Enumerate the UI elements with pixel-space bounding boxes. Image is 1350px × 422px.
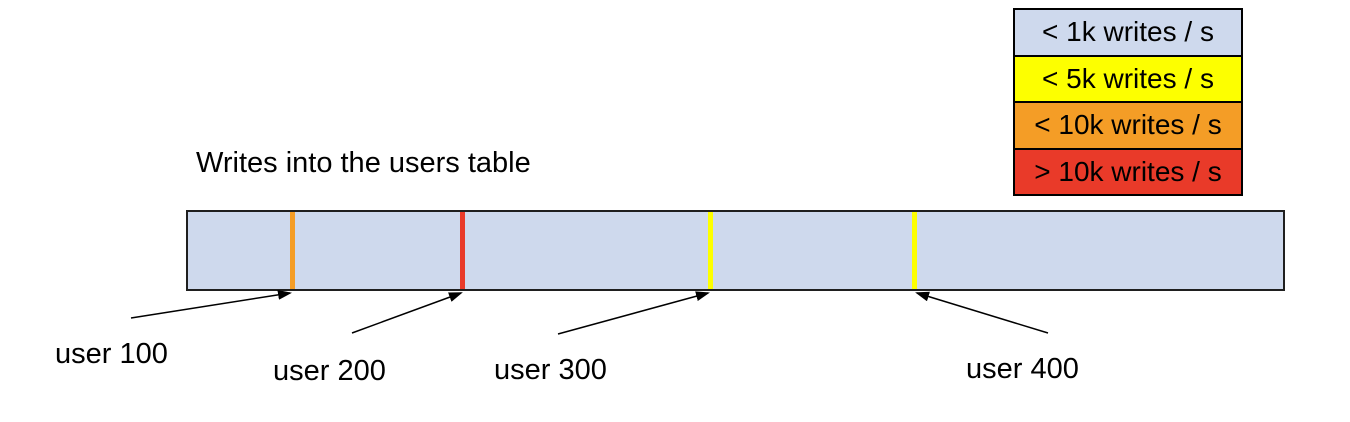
legend: < 1k writes / s< 5k writes / s< 10k writ… [1013, 8, 1243, 196]
legend-item-lt-5k: < 5k writes / s [1015, 54, 1241, 101]
label-user-100: user 100 [55, 338, 168, 370]
label-user-300: user 300 [494, 354, 607, 386]
stripe-user-300 [708, 212, 713, 289]
label-user-400: user 400 [966, 353, 1079, 385]
legend-item-lt-1k: < 1k writes / s [1015, 10, 1241, 55]
users-table-bar [186, 210, 1285, 291]
stripe-user-100 [290, 212, 295, 289]
stripe-user-400 [912, 212, 917, 289]
arrow-user-300 [557, 291, 710, 335]
legend-item-lt-10k: < 10k writes / s [1015, 101, 1241, 148]
legend-item-gt-10k: > 10k writes / s [1015, 147, 1241, 194]
arrow-user-400 [915, 291, 1049, 334]
stripe-user-200 [460, 212, 465, 289]
diagram-title: Writes into the users table [196, 147, 531, 179]
arrow-user-100 [130, 289, 292, 319]
arrow-user-200 [351, 292, 463, 334]
label-user-200: user 200 [273, 355, 386, 387]
